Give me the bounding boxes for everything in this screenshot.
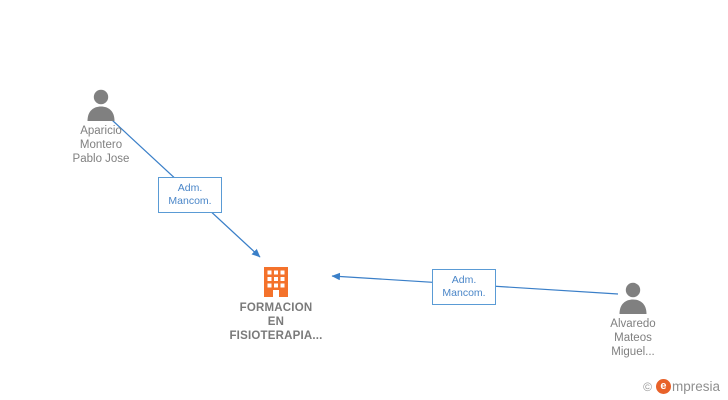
node-company-label: FORMACION EN FISIOTERAPIA...: [229, 302, 323, 342]
node-person-right-label: Alvaredo Mateos Miguel...: [610, 318, 656, 358]
person-icon: [87, 89, 115, 121]
node-person-top[interactable]: Aparicio Montero Pablo Jose: [60, 88, 142, 166]
node-person-top-label: Aparicio Montero Pablo Jose: [72, 125, 130, 165]
edge-label-top[interactable]: Adm. Mancom.: [158, 177, 222, 213]
company-building-icon: [264, 267, 288, 297]
brand-name: mpresia: [671, 379, 720, 394]
brand-logo-icon: e: [655, 379, 671, 394]
watermark: © e mpresia: [643, 379, 720, 394]
edge-label-right[interactable]: Adm. Mancom.: [432, 269, 496, 305]
person-icon: [619, 282, 647, 314]
node-company-center[interactable]: FORMACION EN FISIOTERAPIA...: [206, 265, 346, 343]
node-person-right[interactable]: Alvaredo Mateos Miguel...: [592, 281, 674, 359]
copyright-symbol: ©: [643, 379, 652, 394]
